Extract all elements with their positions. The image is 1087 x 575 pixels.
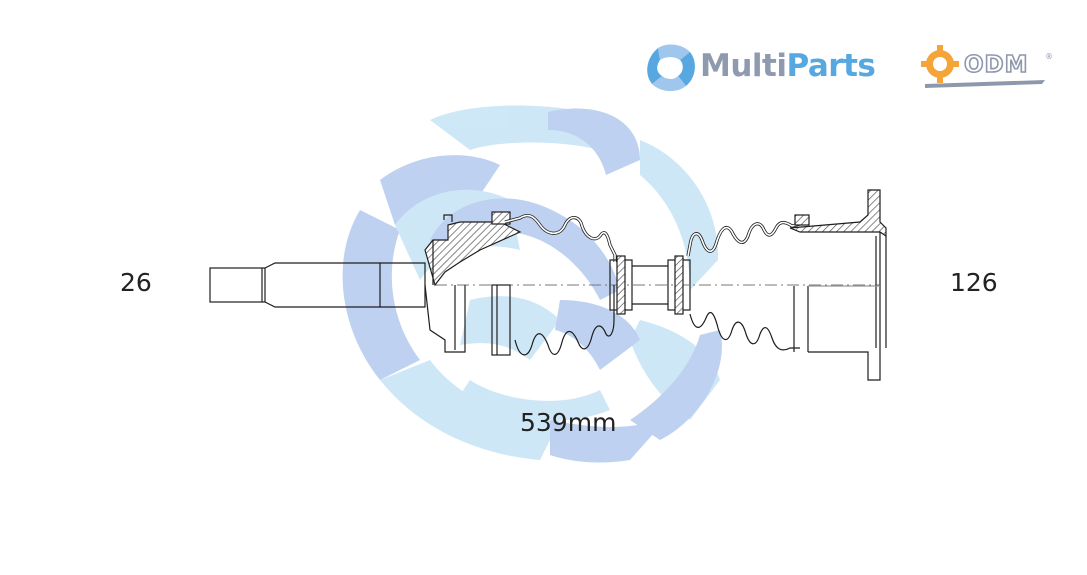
odm-gear-icon [921,45,1045,88]
right-spline-count: 126 [950,268,998,297]
shaft-length-label: 539mm [520,408,617,437]
outer-joint-flange [789,189,887,381]
brand-multi-text: Multi [700,48,787,84]
inner-joint-housing [424,211,522,356]
mid-shaft [609,255,691,315]
inner-boot [504,213,617,356]
odm-registered-mark: ® [1045,52,1053,61]
outer-boot [686,214,810,351]
brand-parts-text: Parts [786,48,876,84]
left-spline-count: 26 [120,268,152,297]
multiparts-logo-icon [647,44,695,92]
multiparts-wordmark: MultiParts [700,48,876,84]
odm-wordmark: ODM [963,51,1029,79]
